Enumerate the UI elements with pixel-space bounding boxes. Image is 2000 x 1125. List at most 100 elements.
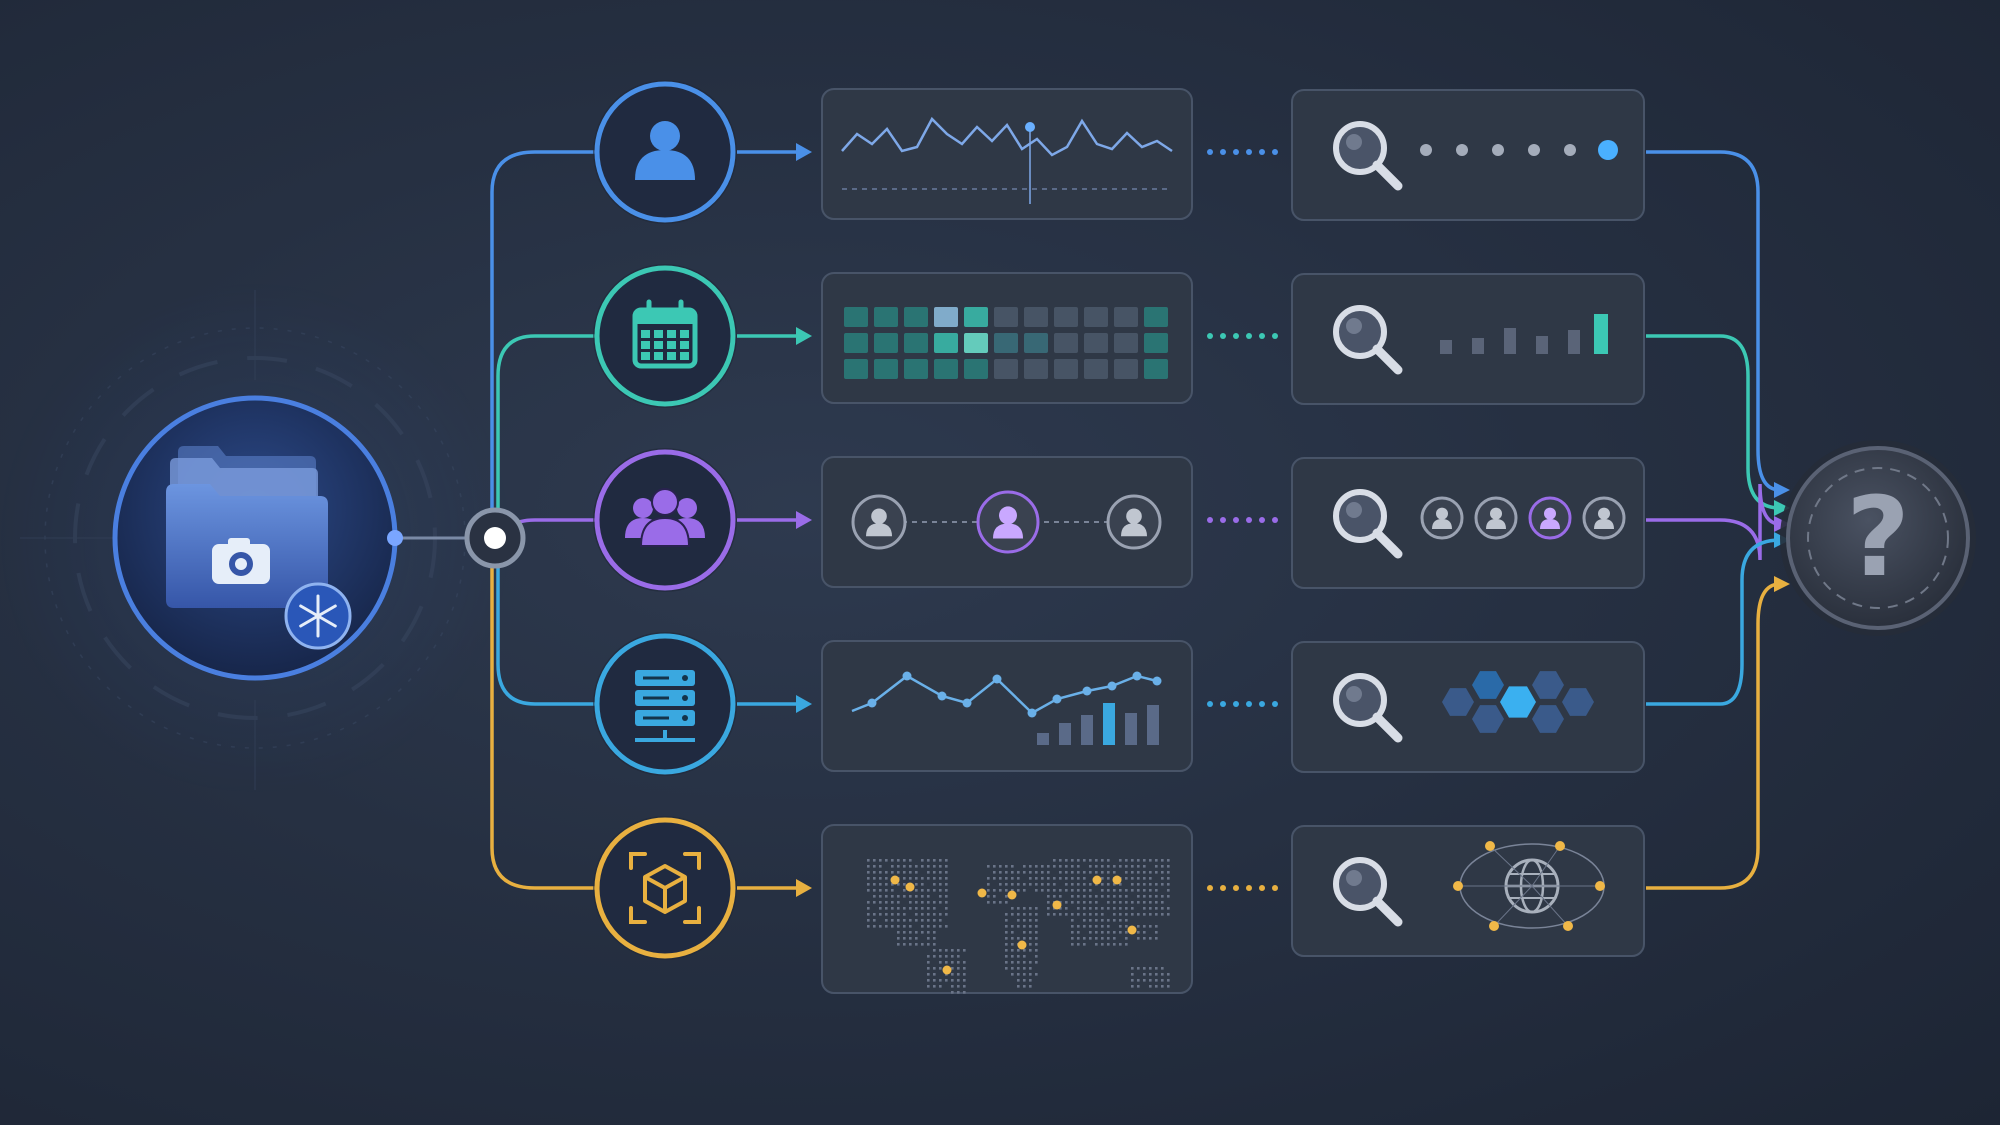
group-node[interactable]: [593, 448, 737, 592]
dotted-link-dot: [1259, 517, 1265, 523]
dotted-link-dot: [1233, 701, 1239, 707]
network-node: [1563, 921, 1573, 931]
heatmap-cell: [1144, 307, 1168, 327]
heatmap-cell: [1084, 307, 1108, 327]
heatmap-cell: [904, 359, 928, 379]
person-badge-highlight: [976, 490, 1040, 554]
heatmap-cell: [844, 359, 868, 379]
connector-result-group: [1646, 483, 1781, 561]
heatmap-cell: [1084, 359, 1108, 379]
combo-point: [1107, 681, 1117, 691]
heatmap-cell: [1114, 307, 1138, 327]
location-marker: [942, 965, 952, 975]
hexagon-cell: [1472, 671, 1504, 699]
magnifier-icon: [1333, 121, 1403, 191]
hexagon-cell: [1500, 686, 1536, 718]
connector-result-person: [1646, 150, 1781, 492]
combo-bar: [1037, 733, 1049, 745]
branch-rows: [593, 80, 1645, 994]
search-panel-group[interactable]: [1291, 457, 1645, 589]
combo-point: [1082, 686, 1092, 696]
heatmap-cell: [1144, 359, 1168, 379]
search-panel-calendar[interactable]: [1291, 273, 1645, 405]
branch-row-object: [593, 816, 1645, 994]
heatmap-cell: [1144, 333, 1168, 353]
face-badge: [1582, 496, 1626, 540]
face-badge: [1474, 496, 1518, 540]
preview-panel-object[interactable]: [821, 824, 1193, 994]
combo-point: [1132, 671, 1142, 681]
hexagon-cell: [1562, 688, 1594, 716]
person-node[interactable]: [593, 80, 737, 224]
result-dot: [1492, 144, 1504, 156]
network-link: [1531, 845, 1561, 887]
combo-point: [937, 691, 947, 701]
world-map-dots: [867, 859, 1170, 994]
dotted-link-dot: [1272, 517, 1278, 523]
combo-point: [867, 698, 877, 708]
cursor-dot: [1025, 122, 1035, 132]
search-panel-object[interactable]: [1291, 825, 1645, 957]
hexagon-cell: [1472, 705, 1504, 733]
preview-panel-calendar[interactable]: [821, 272, 1193, 404]
arrowhead-icon: [796, 511, 812, 529]
dotted-link-dot: [1233, 333, 1239, 339]
result-bar: [1568, 330, 1580, 354]
location-marker: [1017, 940, 1027, 950]
dotted-link-dot: [1272, 701, 1278, 707]
hexagon-cell: [1532, 705, 1564, 733]
result-node[interactable]: ?: [1780, 440, 1976, 636]
dotted-link-dot: [1233, 885, 1239, 891]
hub-node: [387, 507, 526, 569]
combo-bar: [1103, 703, 1115, 745]
preview-panel-person[interactable]: [821, 88, 1193, 220]
source-node[interactable]: [112, 395, 398, 681]
location-marker: [977, 888, 987, 898]
network-link: [1493, 885, 1533, 927]
dotted-link-dot: [1220, 149, 1226, 155]
face-badge: [1420, 496, 1464, 540]
dotted-link-dot: [1220, 517, 1226, 523]
result-dot: [1420, 144, 1432, 156]
heatmap-cell: [1054, 359, 1078, 379]
search-panel-person[interactable]: [1291, 89, 1645, 221]
arrowhead-icon: [796, 143, 812, 161]
heatmap-cell: [844, 307, 868, 327]
magnifier-icon: [1333, 673, 1403, 743]
location-marker: [1007, 890, 1017, 900]
magnifier-icon: [1333, 489, 1403, 559]
heatmap-cell: [934, 307, 958, 327]
combo-bar: [1059, 723, 1071, 745]
object-node[interactable]: [593, 816, 737, 960]
result-bar: [1440, 340, 1452, 354]
heatmap-cell: [874, 333, 898, 353]
connectors: [490, 150, 1790, 890]
location-marker: [1112, 875, 1122, 885]
dotted-link-dot: [1207, 149, 1213, 155]
combo-point: [962, 698, 972, 708]
preview-panel-server[interactable]: [821, 640, 1193, 772]
heatmap-cell: [874, 307, 898, 327]
location-marker: [1052, 900, 1062, 910]
search-panel-server[interactable]: [1291, 641, 1645, 773]
heatmap-cell: [1084, 333, 1108, 353]
server-icon: [635, 670, 695, 742]
hexagon-cell: [1532, 671, 1564, 699]
connector-result-calendar: [1646, 334, 1781, 510]
preview-panel-group[interactable]: [821, 456, 1193, 588]
dotted-link-dot: [1246, 885, 1252, 891]
server-node[interactable]: [593, 632, 737, 776]
dotted-link-dot: [1259, 333, 1265, 339]
person-badge: [1106, 494, 1162, 550]
location-marker: [1127, 925, 1137, 935]
heatmap-cell: [964, 359, 988, 379]
combo-point: [1052, 694, 1062, 704]
cube-scan-icon: [629, 852, 701, 924]
user-icon: [635, 121, 695, 180]
heatmap-cell: [934, 333, 958, 353]
network-node: [1485, 841, 1495, 851]
calendar-node[interactable]: [593, 264, 737, 408]
arrowhead-icon: [796, 327, 812, 345]
dotted-link-dot: [1220, 885, 1226, 891]
